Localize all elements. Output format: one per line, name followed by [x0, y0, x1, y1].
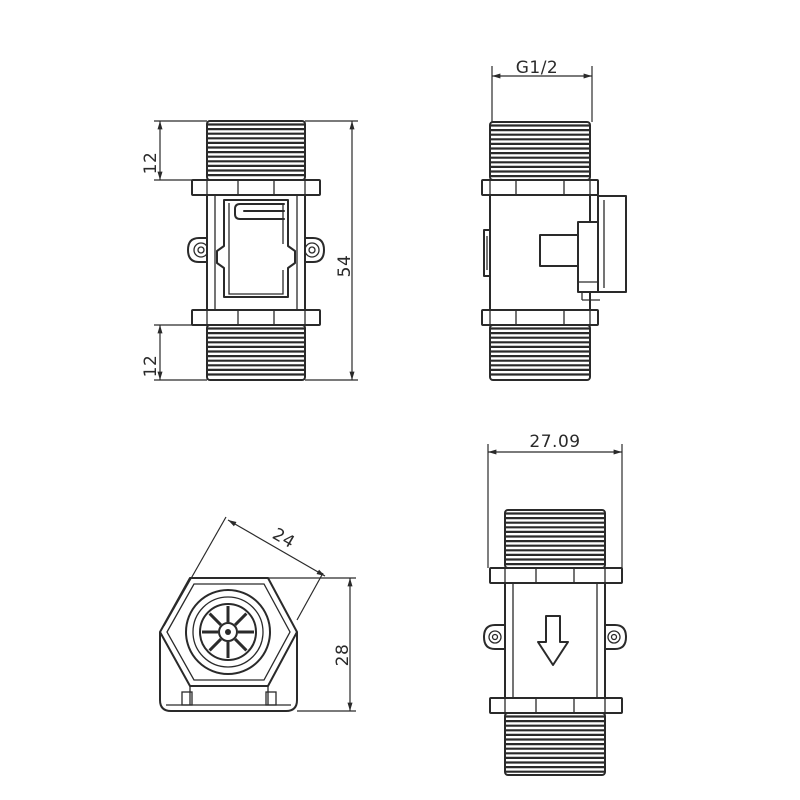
top-hex-nut	[481, 179, 599, 196]
sensor-body	[504, 582, 606, 699]
end-view: 24 28	[159, 516, 356, 712]
impeller-vane	[208, 638, 222, 652]
mounting-hole	[607, 630, 621, 644]
bottom-thread	[504, 712, 606, 776]
nut-outline	[191, 179, 321, 196]
body-outline	[206, 194, 306, 311]
inner-housing	[216, 199, 296, 298]
impeller-hub	[218, 622, 238, 642]
top-hex-nut	[489, 567, 623, 584]
side-view: G1/2	[481, 58, 627, 381]
nut-outline	[489, 567, 623, 584]
impeller-axle	[225, 629, 231, 635]
dimension-label: 27.09	[529, 432, 580, 452]
bottom-hex-nut	[191, 309, 321, 326]
dimension-overall-width: 27.09	[487, 432, 623, 568]
nut-outline	[481, 179, 599, 196]
bottom-hex-nut	[481, 309, 599, 326]
bottom-hex-nut	[489, 697, 623, 714]
mounting-hole-inner	[610, 633, 618, 641]
dimension-top-thread-length: 12	[141, 120, 207, 181]
sensor-clip	[234, 203, 285, 220]
arrow-down-icon	[537, 615, 569, 666]
body-outline	[504, 582, 606, 699]
ear-outline	[602, 624, 627, 650]
connector-stem	[539, 234, 581, 267]
right-mounting-ear	[602, 624, 627, 650]
dimension-line	[227, 519, 326, 577]
hex-nut-chamfer	[166, 583, 291, 681]
dimension-label: 28	[333, 644, 353, 667]
mounting-hole-inner	[197, 246, 205, 254]
extension-line	[163, 516, 227, 627]
nut-outline	[191, 309, 321, 326]
impeller-vane	[234, 612, 248, 626]
rear-view: 27.09	[483, 432, 627, 776]
bore-ring	[192, 596, 264, 668]
impeller-vanes	[202, 606, 254, 658]
base-foot	[181, 691, 193, 706]
dimension-overall-length: 54	[305, 120, 358, 381]
nut-outline	[481, 309, 599, 326]
dimension-label: 12	[141, 152, 161, 175]
cable-connector	[539, 195, 627, 301]
top-thread	[504, 509, 606, 569]
connector-housing	[597, 195, 627, 293]
top-thread	[206, 120, 306, 181]
mounting-hole	[488, 630, 502, 644]
impeller-vane	[208, 612, 222, 626]
mounting-hole-inner	[308, 246, 316, 254]
sensor-body	[206, 194, 306, 311]
dimension-height: 28	[268, 577, 356, 712]
bottom-thread	[489, 324, 591, 381]
inner-housing-wall	[228, 203, 284, 295]
impeller-vane	[234, 638, 248, 652]
impeller-bore	[185, 589, 271, 675]
impeller-ring	[199, 603, 257, 661]
dimension-label: 54	[335, 255, 355, 278]
extension-line	[296, 572, 324, 621]
top-thread	[489, 121, 591, 181]
bottom-thread	[206, 324, 306, 381]
dimension-label: G1/2	[516, 58, 559, 78]
dimension-bottom-thread-length: 12	[141, 324, 207, 381]
ear-outline	[483, 624, 508, 650]
left-mounting-ear	[483, 624, 508, 650]
dimension-thread-size: G1/2	[491, 58, 593, 122]
dimension-label: 24	[269, 524, 299, 553]
top-hex-nut	[191, 179, 321, 196]
mounting-hole-inner	[491, 633, 499, 641]
dimension-label: 12	[141, 355, 161, 378]
nut-outline	[489, 697, 623, 714]
base-foot	[265, 691, 277, 706]
front-view: 12 54 12	[141, 120, 358, 381]
